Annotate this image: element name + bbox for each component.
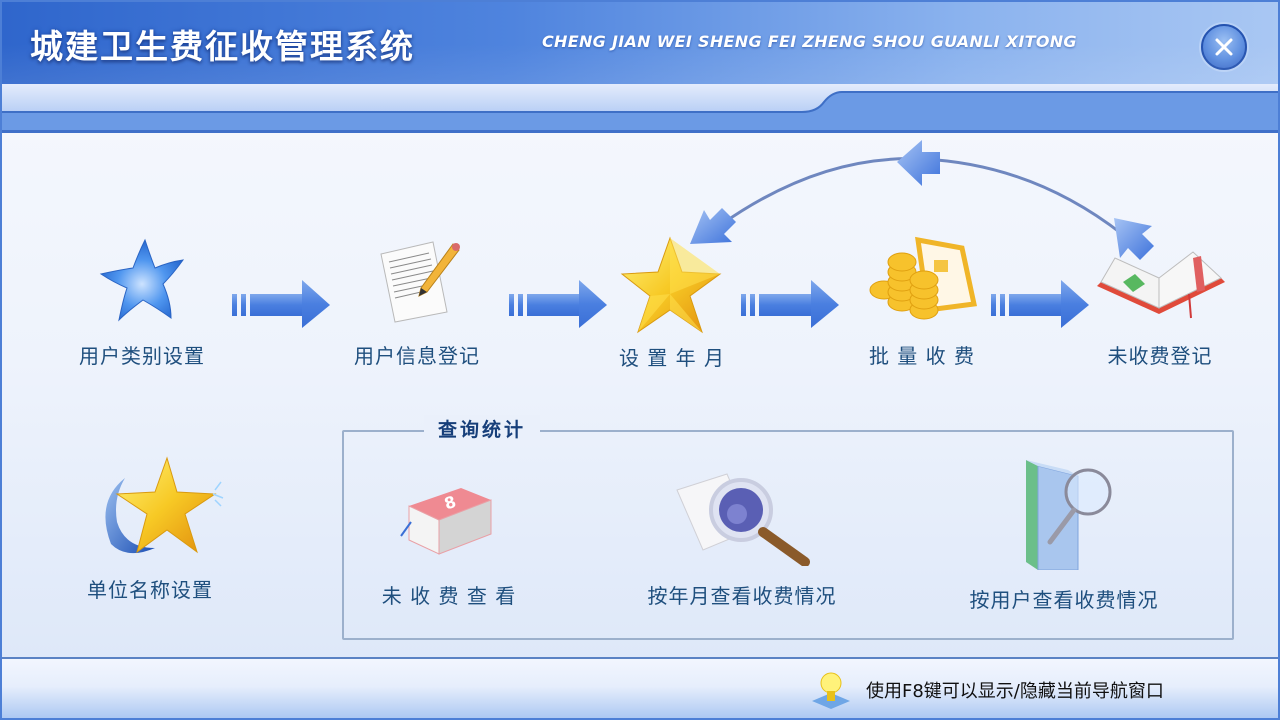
close-button[interactable] <box>1201 24 1247 70</box>
query-by-year-month[interactable]: 按年月查看收费情况 <box>612 470 872 609</box>
step-label: 用户类别设置 <box>79 344 205 368</box>
step-label: 用户信息登记 <box>354 344 480 368</box>
query-label: 按用户查看收费情况 <box>969 588 1159 612</box>
step-label: 设 置 年 月 <box>618 346 726 370</box>
magnifier-ie-icon <box>676 473 810 566</box>
star-crescent-icon <box>105 456 224 554</box>
close-icon <box>1215 38 1233 56</box>
status-bar <box>2 657 1278 718</box>
right-arrow-icon <box>741 280 839 328</box>
app-title-pinyin: CHENG JIAN WEI SHENG FEI ZHENG SHOU GUAN… <box>542 32 1077 51</box>
open-book-icon <box>1097 251 1225 319</box>
step-label: 未收费登记 <box>1107 344 1213 368</box>
gold-star-icon <box>620 236 722 334</box>
folder-magnifier-icon <box>1026 460 1112 570</box>
header-band <box>2 84 1278 133</box>
coins-icon <box>869 236 978 320</box>
query-by-user[interactable]: 按用户查看收费情况 <box>934 458 1194 613</box>
document-pencil-icon <box>380 241 460 323</box>
query-stats-group <box>342 430 1234 640</box>
lightbulb-icon <box>812 672 850 709</box>
query-label: 按年月查看收费情况 <box>647 584 837 608</box>
step-batch-charge[interactable]: 批 量 收 费 <box>837 234 1007 369</box>
right-arrow-icon <box>232 280 330 328</box>
step-user-info-register[interactable]: 用户信息登记 <box>332 234 502 369</box>
hint-text: 使用F8键可以显示/隐藏当前导航窗口 <box>866 681 1164 702</box>
red-book-icon: 8 <box>400 488 492 555</box>
step-label: 批 量 收 费 <box>868 344 976 368</box>
unit-name-setting[interactable]: 单位名称设置 <box>60 452 240 603</box>
right-arrow-icon <box>991 280 1089 328</box>
right-arrow-icon <box>509 280 607 328</box>
query-unpaid-view[interactable]: 8 未 收 费 查 看 <box>364 482 534 609</box>
query-stats-title: 查询统计 <box>424 415 541 442</box>
app-title: 城建卫生费征收管理系统 <box>30 27 415 66</box>
unit-name-label: 单位名称设置 <box>87 578 213 602</box>
f8-hint: 使用F8键可以显示/隐藏当前导航窗口 <box>810 669 1164 711</box>
step-set-year-month[interactable]: 设 置 年 月 <box>587 234 757 371</box>
blue-star-icon <box>99 238 185 322</box>
step-unpaid-register[interactable]: 未收费登记 <box>1080 234 1240 369</box>
curved-return-arrow-icon <box>690 140 1154 260</box>
title-bar: 城建卫生费征收管理系统 CHENG JIAN WEI SHENG FEI ZHE… <box>2 2 1278 84</box>
query-label: 未 收 费 查 看 <box>381 584 517 608</box>
step-user-category[interactable]: 用户类别设置 <box>57 234 227 369</box>
